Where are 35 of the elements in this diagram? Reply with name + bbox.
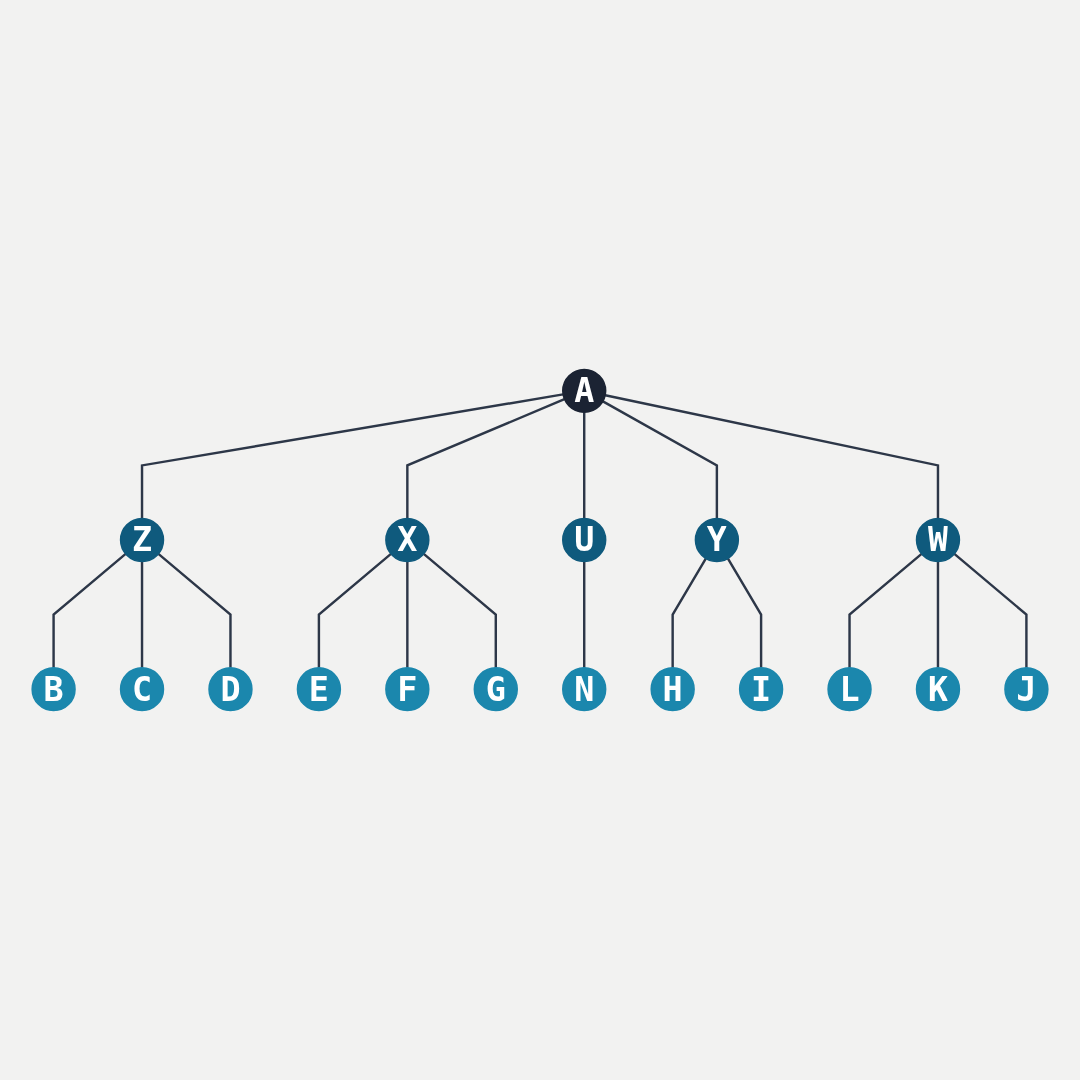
node-circle: D [208,666,253,712]
connector [671,557,707,668]
connector [936,561,940,668]
node-circle: B [31,666,76,712]
node-circle: K [915,666,961,712]
node-circle: C [119,666,165,712]
node-circle: L [827,666,872,712]
node-circle: F [385,666,430,712]
connector [52,552,127,668]
connector [140,393,564,519]
connector [583,561,586,668]
node-circle: U [562,517,607,563]
connector [848,552,923,668]
connector [140,561,144,668]
connector [157,552,232,668]
connector [406,561,409,668]
node-circle: A [562,368,607,414]
connector [317,552,392,668]
connector [422,552,497,668]
connector [406,398,565,519]
node-circle: Y [694,517,740,563]
node-circle: X [385,517,430,563]
node-circle: J [1004,666,1049,712]
node-circle: E [296,666,342,712]
node-circle: N [562,666,607,712]
connector [583,412,586,519]
node-circle: Z [119,517,165,563]
node-circle: I [738,666,784,712]
connector [726,557,763,668]
node-circle: W [915,517,961,563]
node-circle: H [650,666,695,712]
connector [953,552,1028,668]
node-circle: G [473,666,518,712]
connector [602,400,719,519]
connector [604,394,940,519]
